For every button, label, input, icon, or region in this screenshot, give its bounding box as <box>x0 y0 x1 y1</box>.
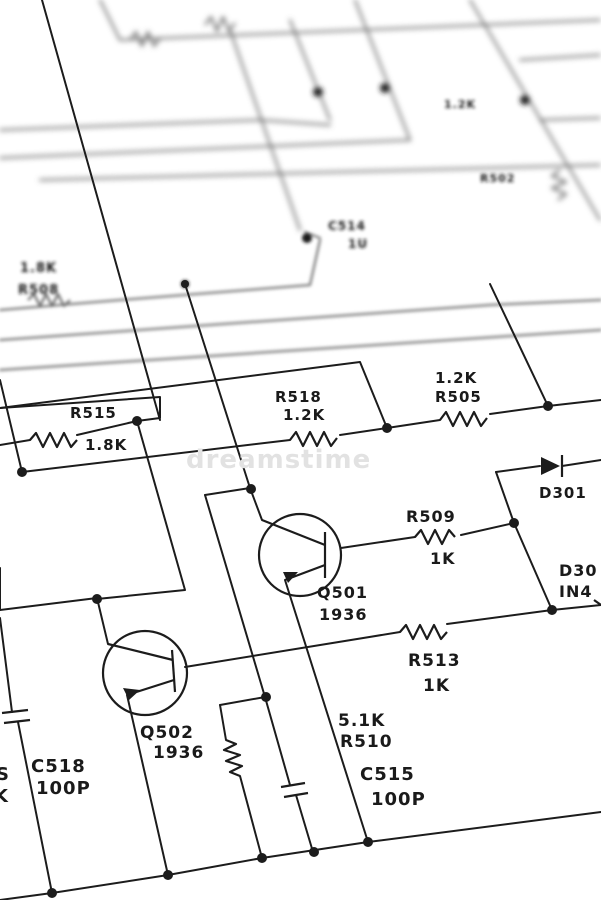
c514-name-label: C514 <box>328 219 366 233</box>
r515-value-label: 1.8K <box>85 436 128 454</box>
far-background-circuit <box>0 0 601 231</box>
capacitor-c518 <box>1 708 31 725</box>
d30x-value-label: IN4 <box>559 582 592 601</box>
resistor-r509 <box>414 528 456 546</box>
c514-value-label: 1U <box>348 237 368 251</box>
r515-name-label: R515 <box>70 404 117 422</box>
watermark: dreamstime <box>186 445 371 475</box>
q501-name-label: Q501 <box>317 583 368 602</box>
resistor-r510 <box>222 738 244 778</box>
r509-name-label: R509 <box>406 507 456 526</box>
transistor-q501 <box>257 512 343 598</box>
r518-name-label: R518 <box>275 388 322 406</box>
r509-value-label: 1K <box>430 549 456 568</box>
r505-value-label: 1.2K <box>435 369 478 387</box>
q501-value-label: 1936 <box>319 605 368 624</box>
left-edge-s-fragment: S <box>0 764 10 785</box>
resistor-r515 <box>29 431 78 449</box>
resistor-r513 <box>399 623 448 641</box>
c515-name-label: C515 <box>360 764 415 785</box>
mid-background-circuit: 1.8K R508 C514 1U 1.2K R502 <box>0 98 601 371</box>
r505-name-label: R505 <box>435 388 482 406</box>
r513-value-label: 1K <box>423 676 450 696</box>
r510-name-label: R510 <box>340 732 393 752</box>
wire-vertical-c <box>489 283 549 407</box>
d301-name-label: D301 <box>539 484 587 502</box>
r-far-name-label: R502 <box>480 172 515 185</box>
r508-value-label: 1.8K <box>20 261 57 276</box>
c518-name-label: C518 <box>31 756 86 777</box>
r-far-value-label: 1.2K <box>444 98 476 111</box>
q502-value-label: 1936 <box>153 743 204 763</box>
wire-left-vertical <box>0 379 23 473</box>
r513-name-label: R513 <box>408 651 461 671</box>
resistor-r518 <box>289 430 338 448</box>
d30x-name-label: D30 <box>559 561 598 580</box>
resistor-r505 <box>439 410 488 428</box>
wire-vertical-a <box>41 0 161 421</box>
wire-vertical-b <box>184 283 251 489</box>
c518-value-label: 100P <box>36 778 91 799</box>
q502-name-label: Q502 <box>140 723 194 743</box>
r518-value-label: 1.2K <box>283 406 326 424</box>
transistor-q502 <box>101 629 189 717</box>
r508-name-label: R508 <box>18 283 59 298</box>
r510-value-label: 5.1K <box>338 711 385 731</box>
c515-value-label: 100P <box>371 789 426 810</box>
left-edge-k-fragment: K <box>0 786 9 807</box>
capacitor-c515 <box>280 781 309 799</box>
foreground-labels: R515 1.8K R518 1.2K 1.2K R505 D301 R509 … <box>0 369 598 810</box>
